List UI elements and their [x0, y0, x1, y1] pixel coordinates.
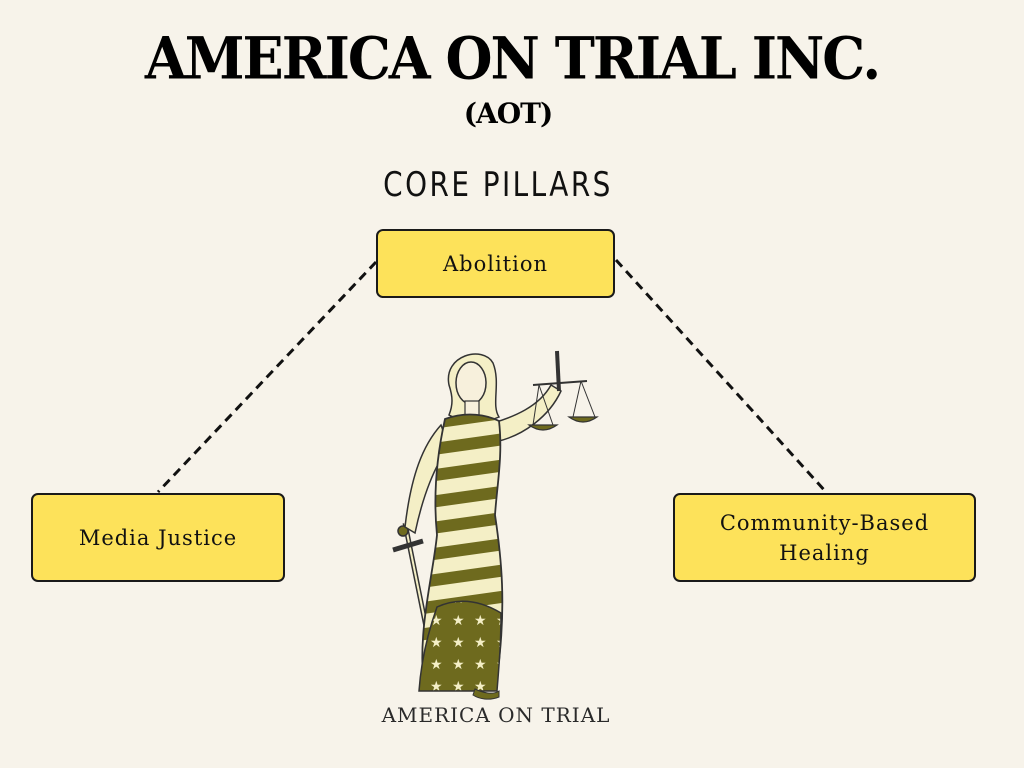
illustration-caption: AMERICA ON TRIAL — [381, 703, 611, 727]
connector-top-right — [614, 258, 828, 494]
connector-top-left — [156, 260, 378, 494]
pillar-community-based-healing: Community-Based Healing — [673, 493, 976, 582]
pillar-label: Abolition — [442, 251, 548, 276]
robe-stars-panel — [418, 600, 502, 692]
sandal — [472, 688, 500, 700]
page-title: AMERICA ON TRIAL INC. — [144, 23, 881, 93]
scales-icon — [527, 350, 599, 431]
pillar-media-justice: Media Justice — [31, 493, 285, 582]
face — [455, 361, 487, 405]
pillar-abolition: Abolition — [376, 229, 615, 298]
lady-justice-illustration: ★ — [392, 350, 599, 700]
pillar-label: Community-Based Healing — [719, 510, 930, 565]
page-subtitle: (AOT) — [463, 97, 553, 130]
diagram-heading: CORE PILLARS — [383, 165, 613, 205]
pillar-label: Media Justice — [78, 525, 238, 550]
right-arm — [492, 383, 562, 442]
